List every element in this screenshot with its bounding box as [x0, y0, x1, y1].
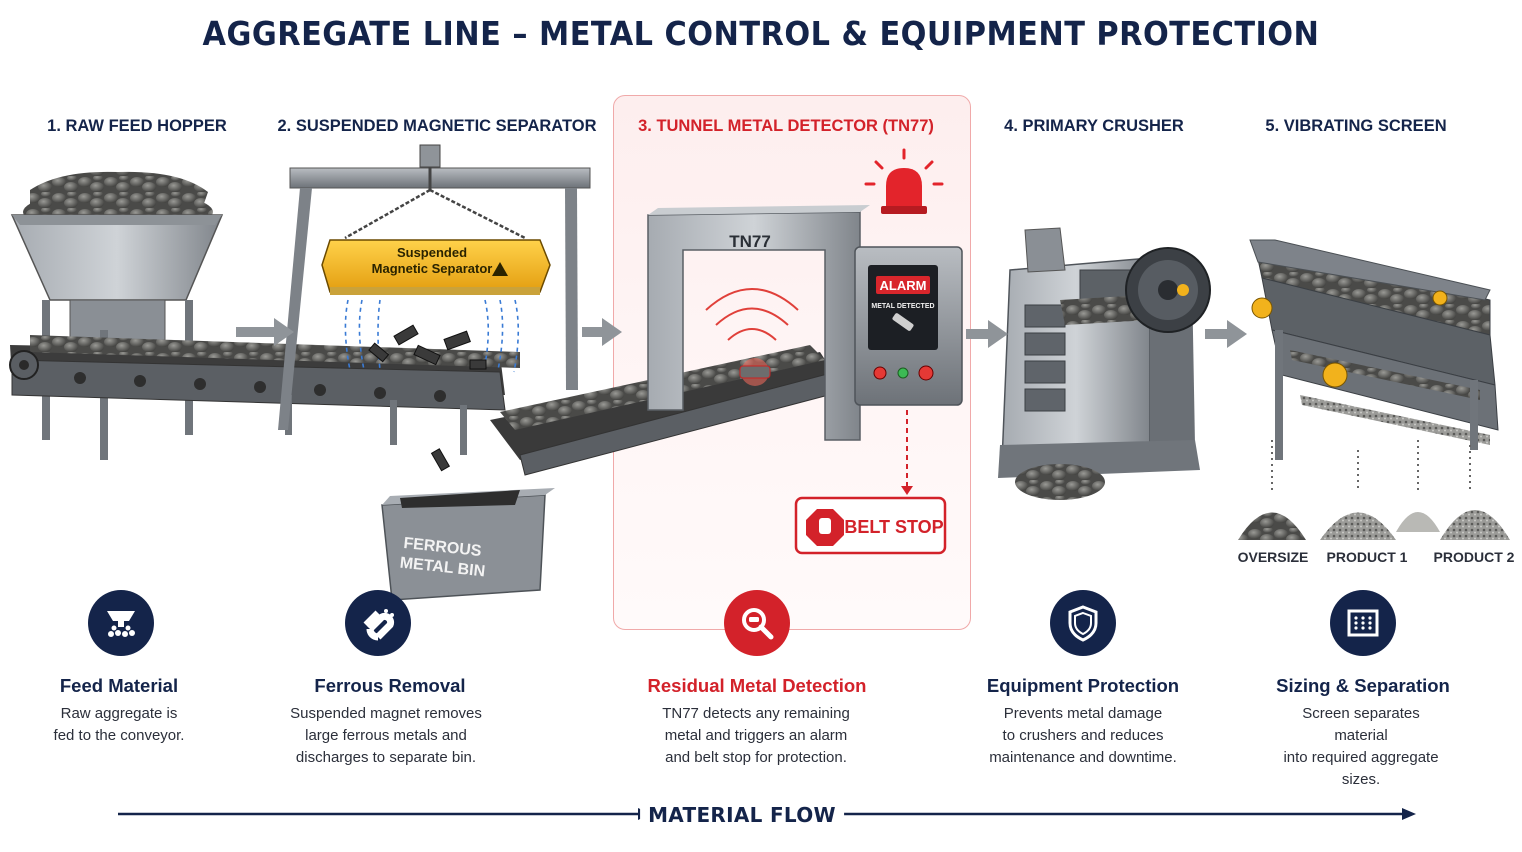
info-desc-sizing: Screen separates material into required … [1283, 705, 1439, 788]
info-desc-ferrous: Suspended magnet removes large ferrous m… [290, 705, 482, 766]
page-title: AGGREGATE LINE – METAL CONTROL & EQUIPME… [202, 14, 1320, 53]
suspended-magnet: Suspended Magnetic Separator [321, 239, 551, 295]
arrow-1 [236, 318, 294, 346]
magnet-label-1: Suspended [397, 245, 467, 260]
magnet-label-2: Magnetic Separator [372, 261, 493, 276]
stop-button [918, 365, 934, 381]
info-title-protection: Equipment Protection [986, 675, 1180, 696]
info-desc-feed: Raw aggregate is fed to the conveyor. [53, 705, 185, 744]
alarm-title: ALARM [880, 278, 927, 293]
magnet-frame [278, 144, 591, 430]
alarm-control-panel: ALARM METAL DETECTED [854, 246, 963, 406]
info-title-detection: Residual Metal Detection [647, 675, 867, 696]
alarm-beacon-icon [864, 148, 944, 214]
info-desc-protection: Prevents metal damage to crushers and re… [989, 705, 1177, 766]
belt-stop-badge: BELT STOP [794, 496, 947, 555]
info-title-sizing: Sizing & Separation [1276, 675, 1450, 696]
primary-crusher [998, 227, 1211, 500]
product-1-pile [1320, 512, 1396, 540]
alarm-subtitle: METAL DETECTED [871, 303, 934, 310]
ferrous-metal-bin: FERROUS METAL BIN [381, 488, 555, 601]
detector-label: TN77 [729, 232, 771, 251]
arrow-2 [582, 318, 622, 346]
oversize-pile [1238, 512, 1306, 540]
stage-label-hopper: 1. RAW FEED HOPPER [47, 117, 227, 135]
stage-label-magnet: 2. SUSPENDED MAGNETIC SEPARATOR [277, 117, 597, 135]
flow-arrows [236, 318, 1247, 348]
arrow-3 [966, 320, 1008, 348]
shield-icon [1050, 590, 1116, 656]
bolt-icon [892, 313, 914, 331]
stage-label-screen: 5. VIBRATING SCREEN [1265, 117, 1447, 135]
product-2-pile [1440, 510, 1510, 540]
output-label-product-2: PRODUCT 2 [1433, 549, 1515, 565]
magnifier-icon [724, 590, 790, 656]
output-piles [1238, 510, 1510, 540]
detection-waves [705, 288, 799, 341]
magnet-icon [345, 590, 411, 656]
info-desc-detection: TN77 detects any remaining metal and tri… [662, 705, 850, 766]
arrow-4 [1205, 320, 1247, 348]
stage-label-crusher: 4. PRIMARY CRUSHER [1004, 117, 1184, 135]
green-indicator [897, 367, 909, 379]
warning-icon [492, 262, 508, 276]
vibrating-screen [1249, 239, 1499, 490]
tunnel-metal-detector: TN77 [647, 205, 870, 441]
stage-label-detector: 3. TUNNEL METAL DETECTOR (TN77) [638, 117, 934, 135]
red-indicator [873, 366, 887, 380]
screen-icon [1330, 590, 1396, 656]
detected-bolt [739, 365, 771, 379]
main-conveyor [9, 335, 520, 455]
feed-hopper [10, 171, 224, 460]
info-title-ferrous: Ferrous Removal [314, 675, 466, 696]
hand-icon [819, 518, 831, 534]
belt-stop-label: BELT STOP [844, 517, 943, 537]
magnetic-field-lines [344, 299, 520, 373]
info-title-feed: Feed Material [59, 675, 179, 696]
fines-pile [1396, 512, 1440, 532]
output-label-product-1: PRODUCT 1 [1326, 549, 1408, 565]
output-label-oversize: OVERSIZE [1237, 549, 1309, 565]
process-illustration: Suspended Magnetic Separator FERROUS MET… [9, 144, 1510, 601]
material-flow-label: MATERIAL FLOW [640, 803, 844, 827]
hopper-icon [88, 590, 154, 656]
ferrous-metal-pieces [368, 324, 487, 472]
